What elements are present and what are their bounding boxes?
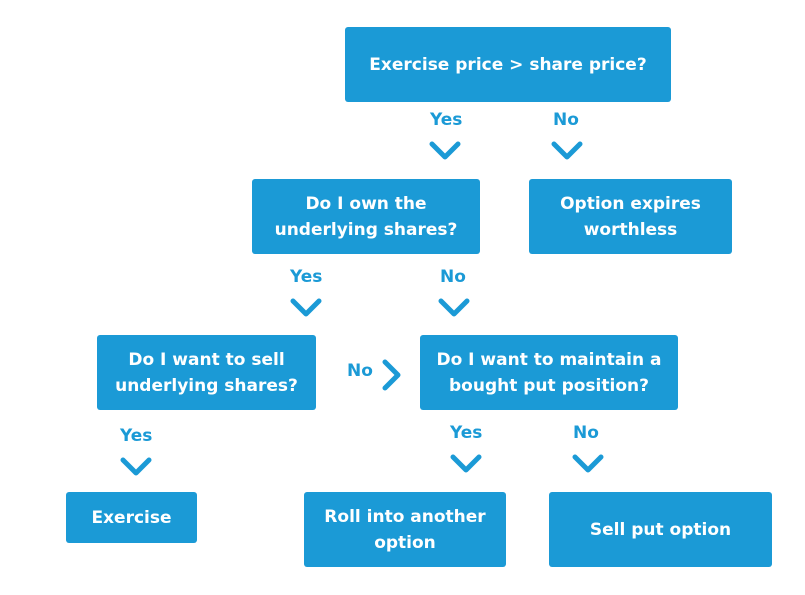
edge-label-own-shares-no: No (440, 267, 466, 287)
node-sell-put-option: Sell put option (549, 492, 772, 567)
node-label: Do I want to maintain a bought put posit… (436, 349, 662, 396)
node-label: Exercise (91, 507, 172, 528)
node-option-expires-worthless: Option expires worthless (529, 179, 732, 254)
node-exercise-price-question: Exercise price > share price? (345, 27, 671, 102)
node-roll-into-another-option: Roll into another option (304, 492, 506, 567)
node-label: Do I own the underlying shares? (274, 193, 458, 240)
edge-label-sell-shares-no: No (347, 361, 373, 381)
node-sell-shares-question: Do I want to sell underlying shares? (97, 335, 316, 410)
edge-label-maintain-put-no: No (573, 423, 599, 443)
edge-label-maintain-put-yes: Yes (450, 423, 483, 443)
edge-label-exercise-price-no: No (553, 110, 579, 130)
chevron-down-icon (571, 453, 605, 475)
node-label: Sell put option (589, 519, 732, 540)
node-label: Exercise price > share price? (369, 54, 647, 75)
edge-label-own-shares-yes: Yes (290, 267, 323, 287)
edge-label-sell-shares-yes: Yes (120, 426, 153, 446)
node-own-shares-question: Do I own the underlying shares? (252, 179, 480, 254)
edge-label-exercise-price-yes: Yes (430, 110, 463, 130)
node-label: Roll into another option (324, 506, 486, 553)
chevron-down-icon (289, 297, 323, 319)
node-label: Option expires worthless (560, 193, 701, 240)
node-exercise: Exercise (66, 492, 197, 543)
chevron-down-icon (119, 456, 153, 478)
chevron-down-icon (428, 140, 462, 162)
chevron-right-icon (381, 358, 403, 392)
chevron-down-icon (449, 453, 483, 475)
node-maintain-put-question: Do I want to maintain a bought put posit… (420, 335, 678, 410)
node-label: Do I want to sell underlying shares? (115, 349, 298, 396)
chevron-down-icon (550, 140, 584, 162)
chevron-down-icon (437, 297, 471, 319)
